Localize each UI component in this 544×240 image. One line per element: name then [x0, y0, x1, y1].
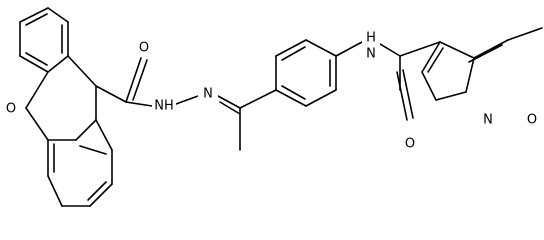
xanthene-central-ring — [25, 55, 97, 141]
carbonyl-oxygen-right-label: O — [405, 137, 415, 152]
amide-n-label: N — [366, 47, 376, 62]
hydrazide-nh-label: NH — [154, 99, 174, 114]
carbonyl-oxygen-left-label: O — [139, 41, 149, 56]
atom-labels: O O NH N H N O N O — [3, 30, 540, 152]
isoxazole-ring — [421, 27, 543, 101]
phenyl-ring — [275, 39, 337, 107]
hydrazone-n-label: N — [203, 87, 213, 102]
amide-h-label: H — [366, 31, 376, 46]
hydrazone-linker — [95, 57, 277, 151]
xanthene-upper-ring — [19, 7, 69, 73]
xanthene-lower-ring — [47, 119, 113, 207]
xanthene-ring-oxygen-label: O — [6, 102, 16, 117]
isoxazole-o-label: O — [527, 113, 537, 128]
chemical-structure-diagram: O O NH N H N O N O — [3, 7, 543, 207]
isoxazole-n-label: N — [483, 113, 493, 128]
amide-linker — [335, 41, 441, 121]
